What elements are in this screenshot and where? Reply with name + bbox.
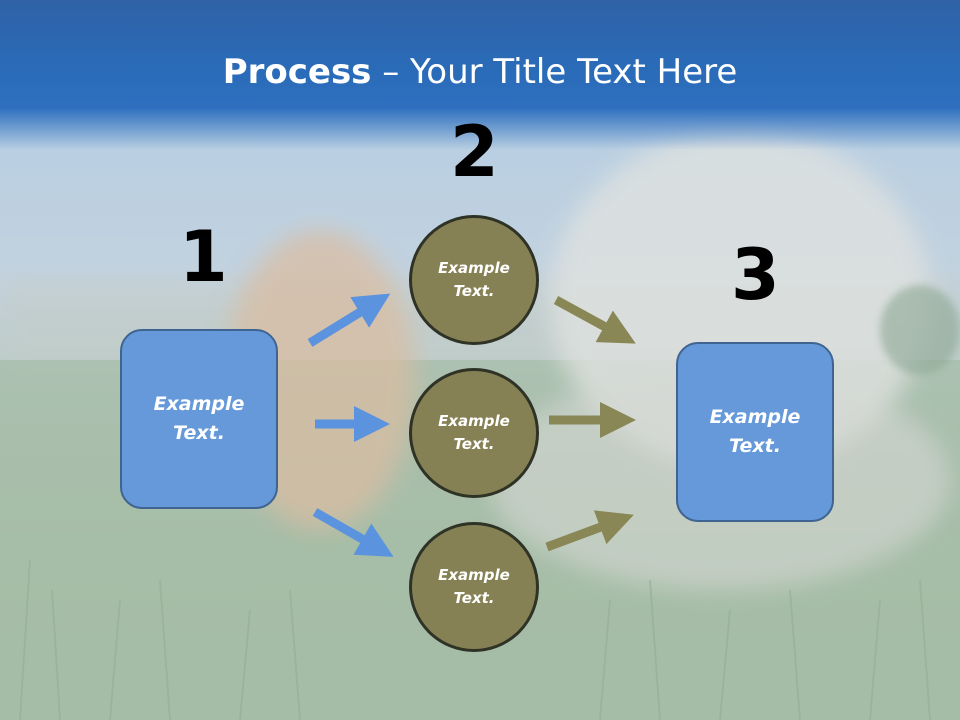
end-box-line2: Text. [729,435,781,457]
circle-1-line2: Text. [453,282,495,300]
circle-1-line1: Example [438,259,510,277]
process-circle-2[interactable]: Example Text. [409,368,539,498]
process-circle-1[interactable]: Example Text. [409,215,539,345]
title-bar [0,0,960,150]
process-circle-3[interactable]: Example Text. [409,522,539,652]
start-box-line1: Example [153,393,245,415]
arrow-olive-down [553,296,636,344]
circle-2-line2: Text. [453,435,495,453]
circle-3-line2: Text. [453,589,495,607]
start-box-line2: Text. [173,422,225,444]
end-box-line1: Example [709,406,801,428]
arrow-blue-up [307,293,391,347]
step-number-1: 1 [179,216,228,298]
step-number-3: 3 [731,234,780,316]
slide-title: Process – Your Title Text Here [0,52,960,92]
arrow-olive-up [545,510,634,552]
step-number-2: 2 [450,111,499,193]
start-box[interactable]: Example Text. [120,329,278,509]
title-bold: Process [222,52,372,92]
end-box[interactable]: Example Text. [676,342,834,522]
arrow-blue-down [312,508,394,557]
circle-3-line1: Example [438,566,510,584]
circle-2-line1: Example [438,412,510,430]
title-rest: – Your Title Text Here [371,52,738,92]
